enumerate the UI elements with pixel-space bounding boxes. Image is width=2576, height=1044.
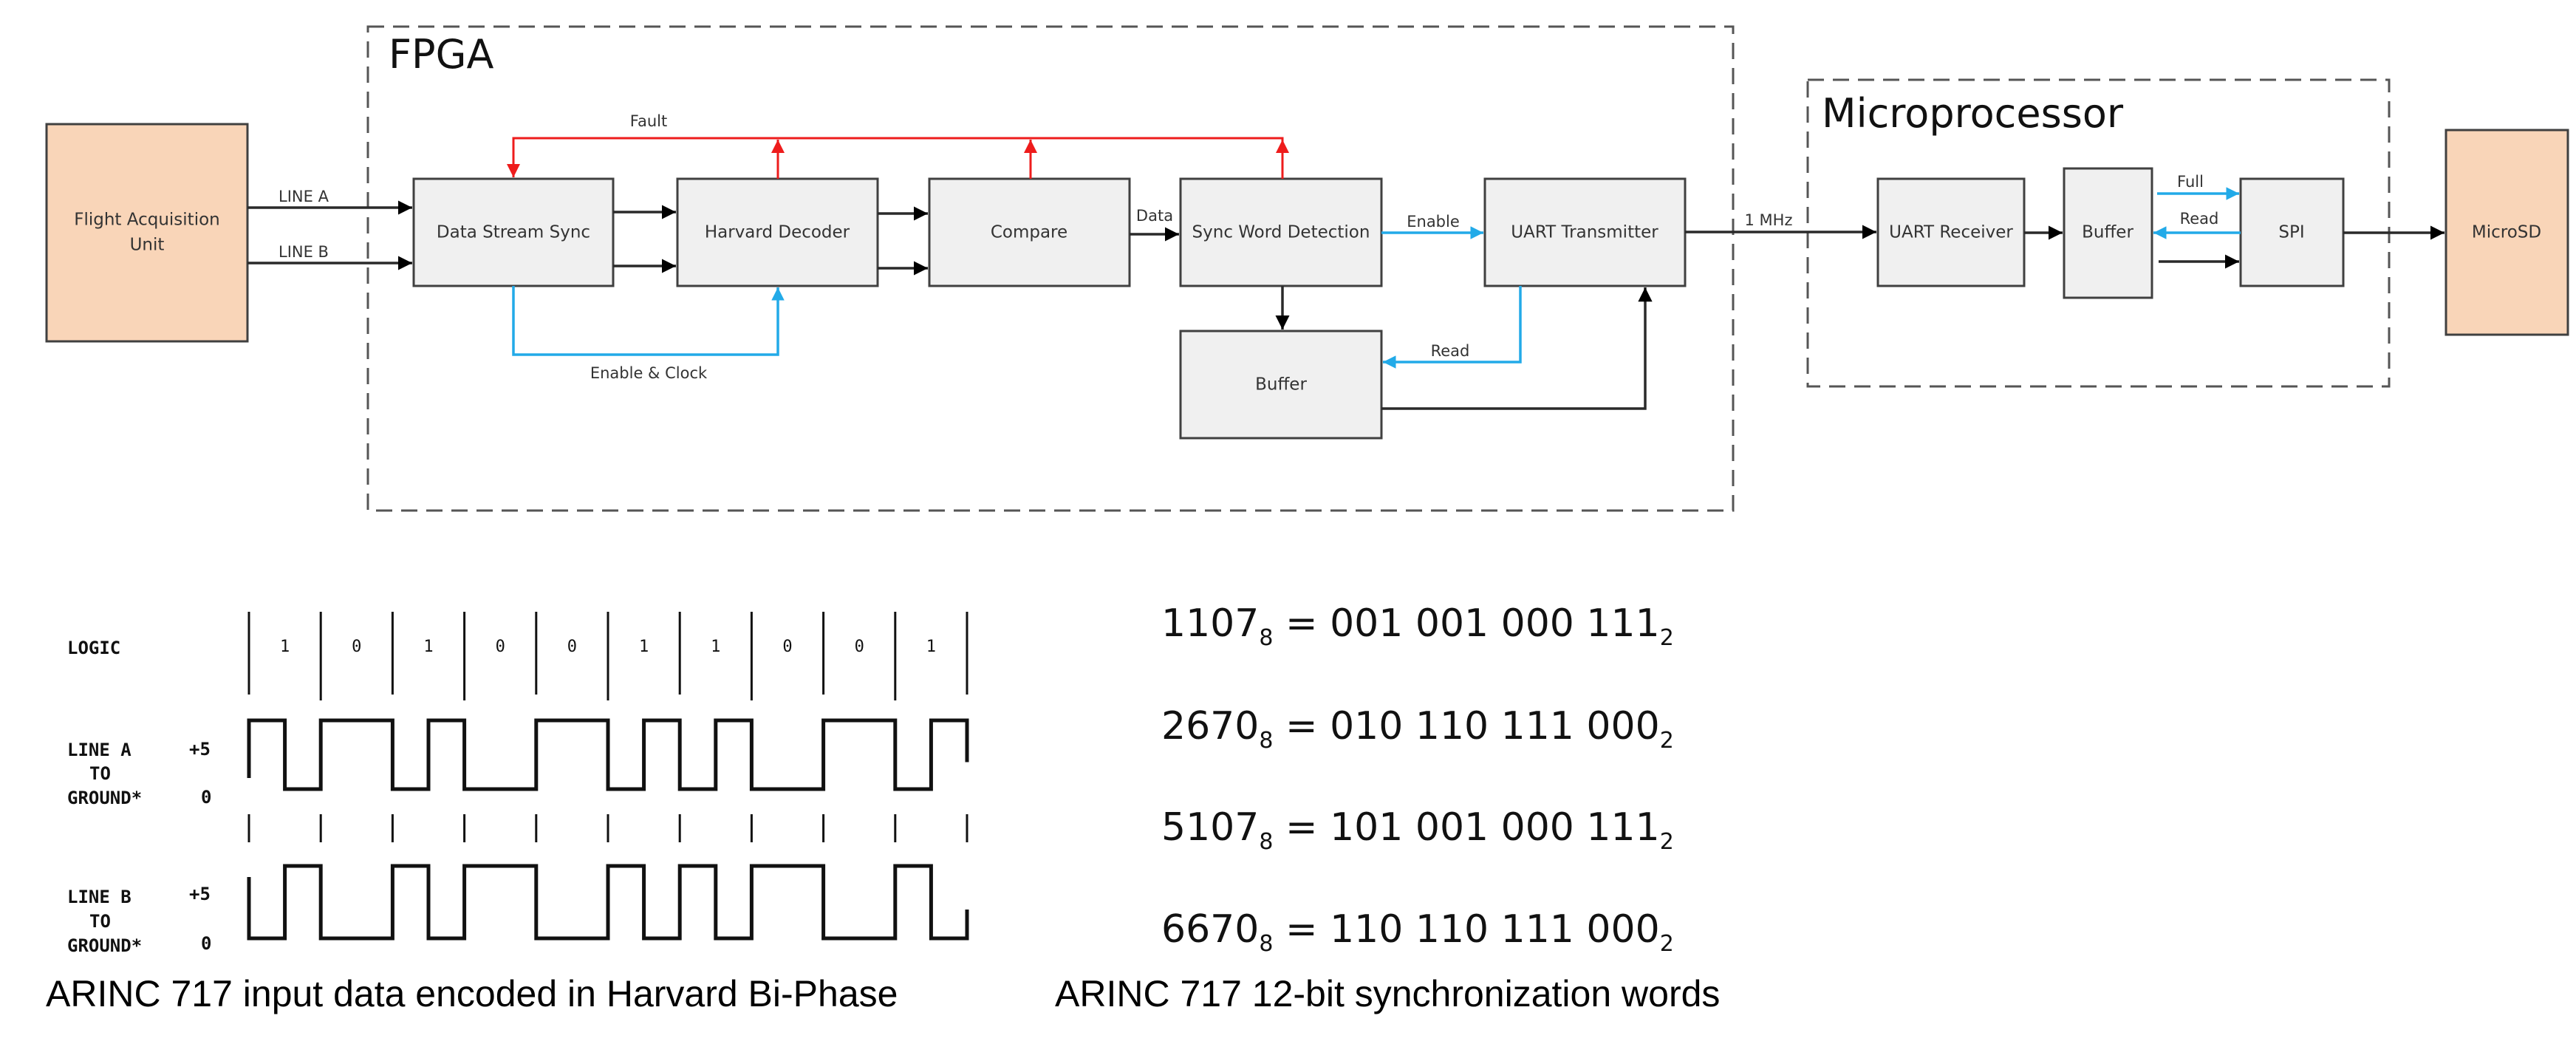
- block-uart-transmitter: UART Transmitter: [1483, 177, 1687, 287]
- fault-label: Fault: [630, 112, 667, 130]
- link-rate-label: 1 MHz: [1745, 211, 1793, 229]
- binary-value: 001 001 000 111: [1330, 601, 1660, 646]
- octal-base: 8: [1259, 625, 1273, 651]
- bit-value: 0: [567, 638, 577, 656]
- line-a-low-label: 0: [201, 787, 211, 808]
- line-a-waveform: [247, 718, 969, 791]
- block-label: Data Stream Sync: [437, 223, 590, 242]
- block-spi: SPI: [2239, 177, 2345, 287]
- bit-labels: 1 0 1 0 0 1 1 0 0 1: [280, 638, 936, 656]
- bit-value: 0: [855, 638, 864, 656]
- octal-value: 2670: [1161, 704, 1259, 748]
- read-label-fpga: Read: [1431, 342, 1470, 360]
- flight-acquisition-unit: Flight Acquisition Unit: [45, 123, 249, 343]
- full-label: Full: [2177, 173, 2204, 191]
- binary-value: 010 110 111 000: [1330, 704, 1660, 748]
- block-label: Sync Word Detection: [1192, 223, 1370, 242]
- binary-base: 2: [1660, 931, 1674, 957]
- flight-acquisition-unit-label-line2: Unit: [130, 236, 165, 255]
- block-label: UART Transmitter: [1511, 223, 1658, 242]
- line-a-label: LINE A: [279, 188, 329, 205]
- block-harvard-decoder: Harvard Decoder: [676, 177, 879, 287]
- timing-caption: ARINC 717 input data encoded in Harvard …: [46, 973, 898, 1014]
- bit-value: 1: [423, 638, 433, 656]
- line-a-high-label: +5: [189, 739, 211, 760]
- sync-words: 11078 = 001 001 000 1112 26708 = 010 110…: [1055, 601, 1720, 1014]
- octal-base: 8: [1259, 931, 1273, 957]
- block-data-stream-sync: Data Stream Sync: [412, 177, 615, 287]
- enable-clock-arrow: [512, 286, 785, 356]
- bit-value: 1: [639, 638, 649, 656]
- buffer-to-transmitter-arrow: [1381, 287, 1653, 410]
- bit-value: 0: [782, 638, 792, 656]
- bit-dividers: [247, 612, 968, 700]
- sync-word-3: 51078 = 101 001 000 1112: [1161, 805, 1674, 855]
- line-b-row-label-2: TO: [89, 911, 111, 932]
- octal-value: 1107: [1161, 601, 1259, 646]
- bit-value: 1: [711, 638, 720, 656]
- block-label: UART Receiver: [1889, 223, 2013, 242]
- bit-value: 0: [352, 638, 361, 656]
- binary-base: 2: [1660, 728, 1674, 754]
- bit-value: 1: [926, 638, 936, 656]
- line-a-row-label-3: GROUND*: [67, 788, 142, 808]
- sync-word-2: 26708 = 010 110 111 0002: [1161, 704, 1674, 754]
- fpga-group-title: FPGA: [389, 31, 493, 78]
- block-compare: Compare: [928, 177, 1131, 287]
- binary-value: 101 001 000 111: [1330, 805, 1660, 850]
- octal-value: 5107: [1161, 805, 1259, 850]
- block-label: Buffer: [1255, 375, 1307, 395]
- line-b-low-label: 0: [201, 933, 211, 954]
- sync-words-caption: ARINC 717 12-bit synchronization words: [1055, 973, 1720, 1014]
- timing-diagram: LOGIC LINE A TO GROUND* +5 0 LINE B TO G…: [46, 612, 969, 1014]
- data-label: Data: [1136, 207, 1173, 225]
- block-label: SPI: [2278, 223, 2304, 242]
- line-b-row-label-3: GROUND*: [67, 935, 142, 956]
- block-fpga-buffer: Buffer: [1179, 330, 1383, 440]
- read-request-arrow: [1383, 286, 1522, 369]
- line-a-row-label-1: LINE A: [67, 740, 131, 760]
- bit-value: 1: [280, 638, 290, 656]
- line-a-row-label-2: TO: [89, 763, 111, 784]
- line-b-row-label-1: LINE B: [67, 887, 131, 907]
- block-label: Harvard Decoder: [705, 223, 850, 242]
- sync-word-4: 66708 = 110 110 111 0002: [1161, 907, 1674, 957]
- octal-value: 6670: [1161, 907, 1259, 952]
- binary-value: 110 110 111 000: [1330, 907, 1660, 952]
- block-sync-word-detection: Sync Word Detection: [1179, 177, 1383, 287]
- line-b-waveform: [247, 864, 969, 941]
- line-b-high-label: +5: [189, 884, 211, 904]
- flight-acquisition-unit-label-line1: Flight Acquisition: [74, 211, 220, 230]
- block-uart-receiver: UART Receiver: [1876, 177, 2026, 287]
- enable-clock-label: Enable & Clock: [590, 364, 708, 382]
- block-label: Compare: [991, 223, 1067, 242]
- binary-base: 2: [1660, 625, 1674, 651]
- block-label: Buffer: [2082, 223, 2133, 242]
- microsd-unit: MicroSD: [2445, 129, 2569, 336]
- enable-label: Enable: [1407, 213, 1460, 231]
- octal-base: 8: [1259, 728, 1273, 754]
- line-b-label: LINE B: [279, 243, 329, 261]
- microsd-label: MicroSD: [2472, 223, 2541, 242]
- read-label-micro: Read: [2180, 210, 2219, 228]
- octal-base: 8: [1259, 829, 1273, 855]
- sync-word-1: 11078 = 001 001 000 1112: [1161, 601, 1674, 651]
- logic-row-label: LOGIC: [67, 638, 120, 658]
- microprocessor-group-title: Microprocessor: [1822, 90, 2124, 137]
- block-micro-buffer: Buffer: [2063, 167, 2153, 299]
- binary-base: 2: [1660, 829, 1674, 855]
- bit-boundary-ticks: [247, 814, 968, 842]
- bit-value: 0: [496, 638, 505, 656]
- fault-bus: [507, 137, 1284, 179]
- fpga-group-border: [366, 25, 1735, 512]
